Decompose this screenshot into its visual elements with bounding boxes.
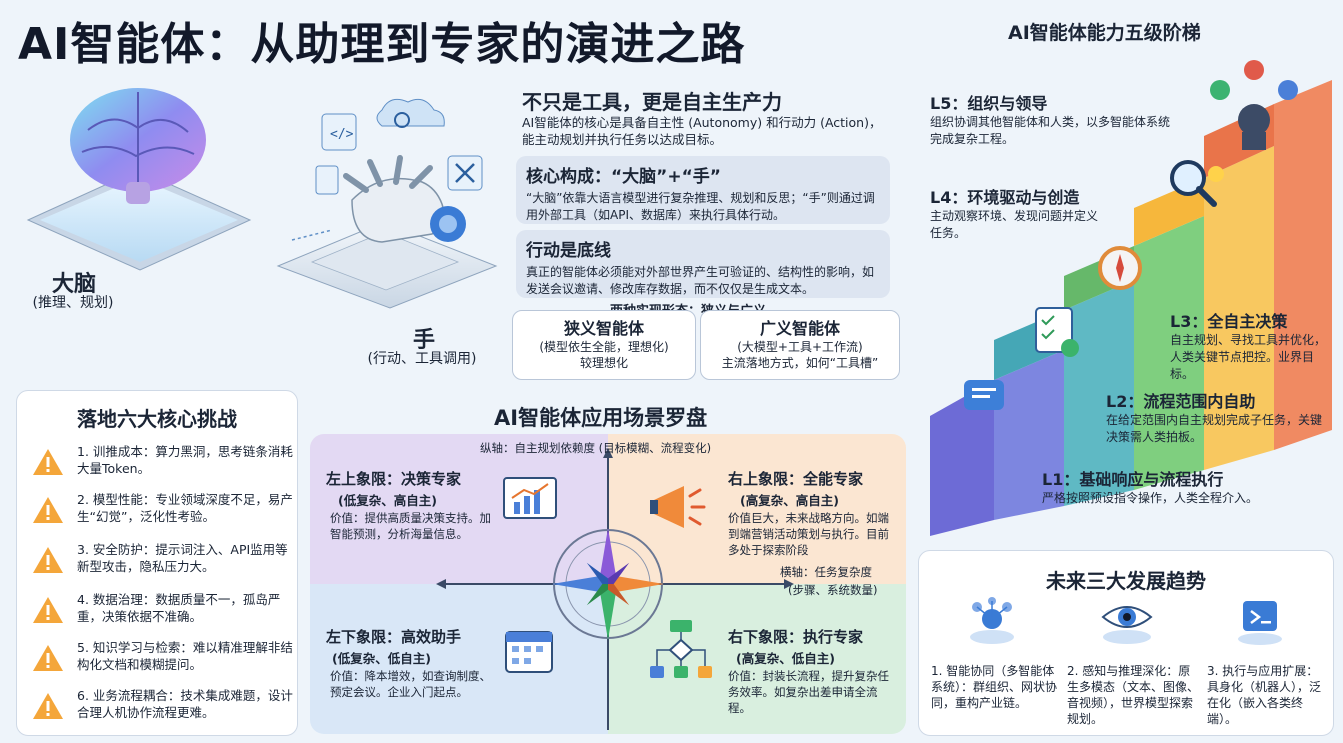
network-icon (970, 597, 1014, 644)
quadrant-top-left: 左上象限：决策专家 (低复杂、高自主) 价值：提供高质量决策支持。加智能预测，分… (310, 434, 608, 584)
challenge-item: 6. 业务流程耦合：技术集成难题，设计合理人机协作流程更难。 (31, 687, 293, 731)
level-text: 组织协调其他智能体和人类，以多智能体系统完成复杂工程。 (930, 115, 1171, 146)
level-title: L4：环境驱动与创造 (930, 188, 1080, 207)
challenge-item: 4. 数据治理：数据质量不一，孤岛严重，决策依据不准确。 (31, 591, 293, 635)
x-axis-label-line1: 横轴：任务复杂度 (780, 565, 872, 579)
action-title: 行动是底线 (526, 241, 611, 261)
quadrant-bottom-left: 左下象限：高效助手 (低复杂、低自主) 价值：降本增效，如查询制度、预定会议。企… (310, 584, 608, 734)
ladder-title: AI智能体能力五级阶梯 (1008, 22, 1201, 44)
eye-icon (1101, 606, 1153, 644)
challenge-text: 1. 训推成本：算力黑洞，思考链条消耗大量Token。 (77, 444, 293, 476)
core-title: 核心构成：“大脑”+“手” (526, 167, 721, 187)
chart-icon (503, 477, 557, 519)
page-title: AI智能体：从助理到专家的演进之路 (18, 19, 746, 70)
level-text: 主动观察环境、发现问题并定义任务。 (930, 209, 1099, 240)
quadrant-title: 左上象限：决策专家 (326, 470, 462, 488)
challenge-text: 6. 业务流程耦合：技术集成难题，设计合理人机协作流程更难。 (77, 688, 293, 720)
hand-illustration: </> (272, 90, 500, 310)
warning-icon (33, 497, 63, 523)
action-card: 行动是底线 真正的智能体必须能对外部世界产生可验证的、结构性的影响，如发送会议邀… (516, 230, 890, 298)
ladder-level-4: L4：环境驱动与创造 主动观察环境、发现问题并定义任务。 (930, 184, 1100, 242)
ladder-level-5: L5：组织与领导 组织协调其他智能体和人类，以多智能体系统完成复杂工程。 (930, 90, 1170, 148)
trend-item: 3. 执行与应用扩展：具身化（机器人），泛在化（嵌入各类终端）。 (1207, 664, 1322, 726)
flowchart-icon (650, 620, 712, 678)
x-axis-label-line2: (步骤、系统数量) (788, 583, 878, 597)
concept-text: AI智能体的核心是具备自主性 (Autonomy) 和行动力 (Action)，… (522, 115, 882, 147)
challenge-text: 5. 知识学习与检索：难以精准理解非结构化文档和模糊提问。 (77, 640, 293, 672)
level-title: L3：全自主决策 (1170, 312, 1288, 331)
quadrant-text: 价值巨大，未来战略方向。如端到端营销活动策划与执行。目前多处于探索阶段 (728, 511, 889, 557)
trends-title: 未来三大发展趋势 (1046, 569, 1206, 593)
challenges-title: 落地六大核心挑战 (77, 407, 237, 431)
level-text: 自主规划、寻找工具并优化，人类关键节点把控。业界目标。 (1170, 333, 1327, 381)
concept-title: 不只是工具，更是自主生产力 (522, 90, 782, 114)
quadrant-text: 价值：封装长流程，提升复杂任务效率。如复杂出差申请全流程。 (728, 669, 889, 715)
challenge-text: 3. 安全防护：提示词注入、API监用等新型攻击，隐私压力大。 (77, 542, 288, 574)
narrow-title: 狭义智能体 (563, 319, 644, 338)
level-text: 在给定范围内自主规划完成子任务，关键决策需人类拍板。 (1106, 413, 1323, 444)
compass-star-icon (552, 528, 664, 640)
challenges-panel: 落地六大核心挑战 1. 训推成本：算力黑洞，思考链条消耗大量Token。 2. … (16, 390, 298, 736)
hand-sub: (行动、工具调用) (367, 351, 477, 367)
quadrant-bottom-right: 右下象限：执行专家 (高复杂、低自主) 价值：封装长流程，提升复杂任务效率。如复… (608, 584, 906, 734)
brain-label: 大脑 (51, 272, 96, 297)
quadrant-sub: (高复杂、高自主) (740, 493, 839, 508)
quadrant-top-right: 右上象限：全能专家 (高复杂、高自主) 价值巨大，未来战略方向。如端到端营销活动… (608, 434, 906, 584)
narrow-line1: (模型依生全能，理想化) (539, 340, 669, 354)
trend-item: 1. 智能协同（多智能体系统）：群组织、网状协同，重构产业链。 (931, 664, 1058, 710)
quadrant-title: 左下象限：高效助手 (326, 628, 462, 646)
terminal-icon (1238, 601, 1282, 645)
quadrant-title: 右下象限：执行专家 (728, 628, 864, 646)
y-axis-label: 纵轴：自主规划依赖度 (目标模糊、流程变化) (480, 441, 712, 455)
challenge-text: 2. 模型性能：专业领域深度不足，易产生“幻觉”，泛化性考验。 (77, 492, 293, 524)
challenge-item: 2. 模型性能：专业领域深度不足，易产生“幻觉”，泛化性考验。 (31, 491, 293, 535)
quadrant-sub: (高复杂、低自主) (736, 651, 835, 666)
ladder-level-3: L3：全自主决策 自主规划、寻找工具并优化，人类关键节点把控。业界目标。 (1170, 308, 1336, 383)
svg-text:</>: </> (330, 127, 354, 142)
broad-agent-box: 广义智能体 (大模型+工具+工作流) 主流落地方式，如何“工具槽” (700, 310, 900, 380)
level-title: L2：流程范围内自助 (1106, 392, 1256, 411)
ladder-illustration (924, 50, 1338, 540)
compass-title: AI智能体应用场景罗盘 (494, 406, 708, 430)
broad-line1: (大模型+工具+工作流) (737, 340, 863, 354)
challenge-item: 3. 安全防护：提示词注入、API监用等新型攻击，隐私压力大。 (31, 541, 293, 585)
calendar-icon (505, 631, 553, 673)
challenge-item: 1. 训推成本：算力黑洞，思考链条消耗大量Token。 (31, 443, 293, 487)
warning-icon (33, 693, 63, 719)
warning-icon (33, 449, 63, 475)
ladder-level-2: L2：流程范围内自助 在给定范围内自主规划完成子任务，关键决策需人类拍板。 (1106, 388, 1332, 446)
quadrant-sub: (低复杂、高自主) (338, 493, 437, 508)
narrow-agent-box: 狭义智能体 (模型依生全能，理想化) 较理想化 (512, 310, 696, 380)
trends-panel: 未来三大发展趋势 1. 智能协同（多智能体系统）：群组织、网状协同，重构产业链。… (918, 550, 1334, 736)
narrow-line2: 较理想化 (579, 356, 628, 370)
level-text: 严格按照预设指令操作，人类全程介入。 (1042, 491, 1259, 505)
broad-title: 广义智能体 (759, 319, 840, 338)
quadrant-title: 右上象限：全能专家 (728, 470, 864, 488)
megaphone-icon (650, 486, 706, 528)
warning-icon (33, 597, 63, 623)
level-title: L5：组织与领导 (930, 94, 1048, 113)
core-card: 核心构成：“大脑”+“手” “大脑”依靠大语言模型进行复杂推理、规划和反思；“手… (516, 156, 890, 224)
broad-line2: 主流落地方式，如何“工具槽” (721, 356, 879, 370)
trend-item: 2. 感知与推理深化：原生多模态（文本、图像、音视频），世界模型探索规划。 (1067, 664, 1200, 726)
hand-label: 手 (412, 328, 435, 353)
brain-sub: (推理、规划) (32, 295, 114, 311)
challenge-item: 5. 知识学习与检索：难以精准理解非结构化文档和模糊提问。 (31, 639, 293, 683)
brain-illustration (18, 70, 258, 280)
quadrant-sub: (低复杂、低自主) (332, 651, 431, 666)
warning-icon (33, 645, 63, 671)
warning-icon (33, 547, 63, 573)
core-text: “大脑”依靠大语言模型进行复杂推理、规划和反思；“手”则通过调用外部工具（如AP… (526, 191, 875, 222)
compass-panel: 左上象限：决策专家 (低复杂、高自主) 价值：提供高质量决策支持。加智能预测，分… (310, 434, 906, 734)
quadrant-text: 价值：降本增效，如查询制度、预定会议。企业入门起点。 (330, 669, 491, 699)
challenge-text: 4. 数据治理：数据质量不一，孤岛严重，决策依据不准确。 (77, 592, 281, 624)
level-title: L1：基础响应与流程执行 (1042, 470, 1224, 489)
action-text: 真正的智能体必须能对外部世界产生可验证的、结构性的影响，如发送会议邀请、修改库存… (526, 265, 875, 296)
ladder-level-1: L1：基础响应与流程执行 严格按照预设指令操作，人类全程介入。 (1042, 466, 1332, 507)
quadrant-text: 价值：提供高质量决策支持。加智能预测，分析海量信息。 (330, 511, 491, 541)
